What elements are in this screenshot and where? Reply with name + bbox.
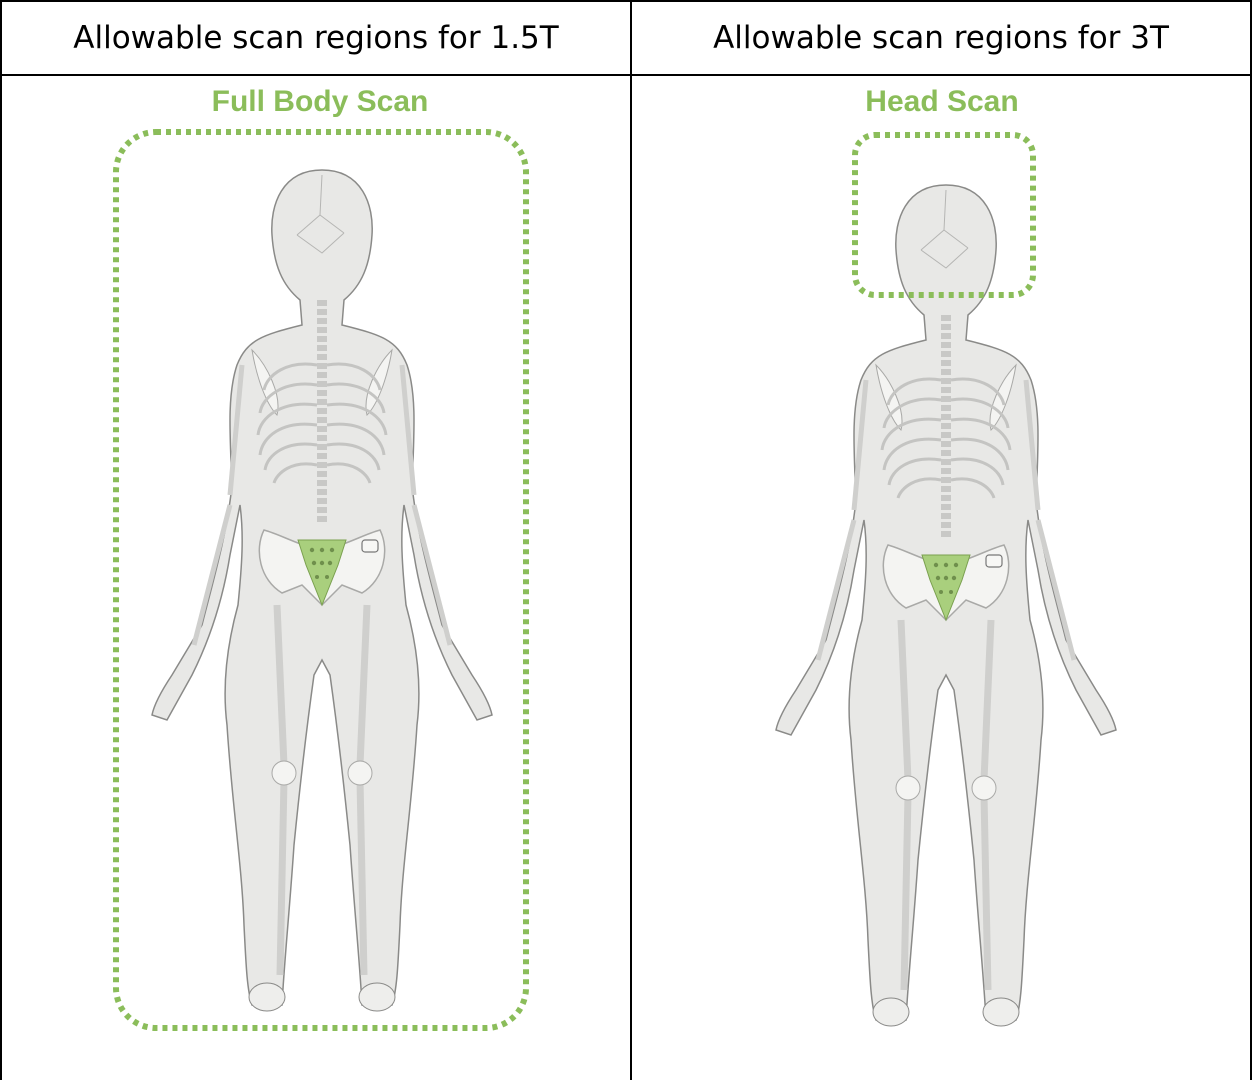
body-figure-right [776,185,1116,1026]
body-figure-left [152,170,492,1011]
